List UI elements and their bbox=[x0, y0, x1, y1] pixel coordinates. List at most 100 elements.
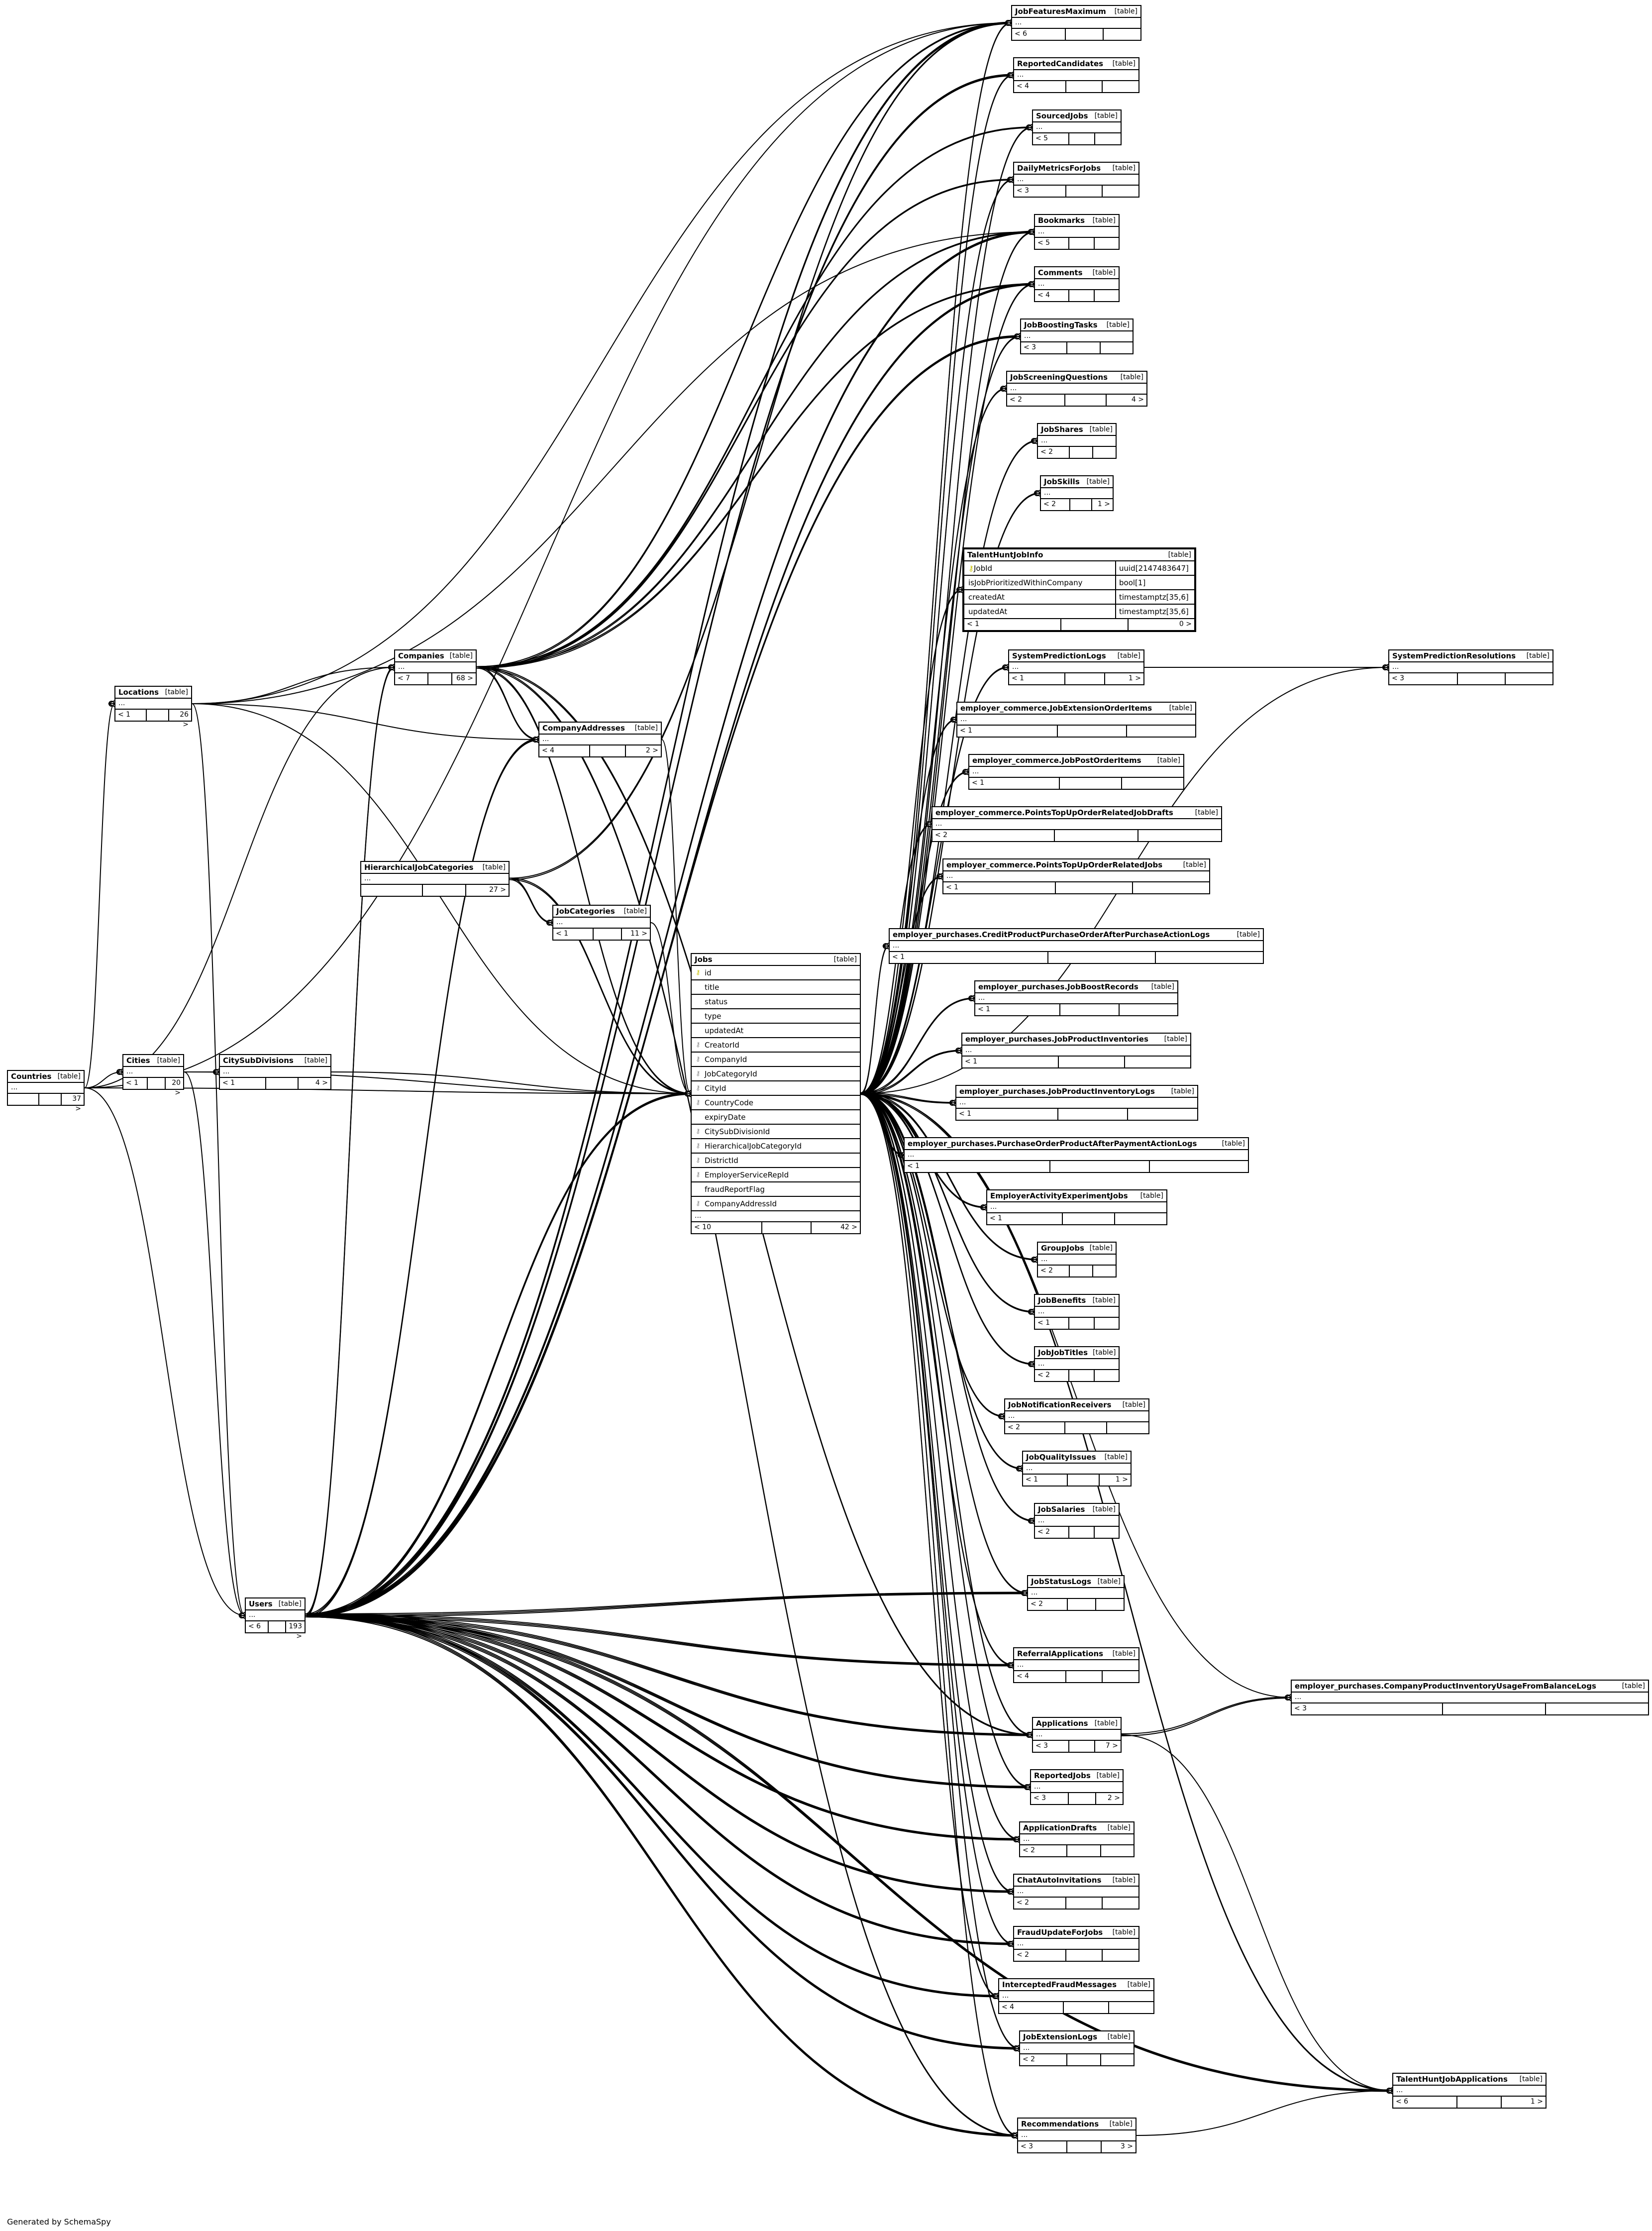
table-name: EmployerActivityExperimentJobs bbox=[990, 1191, 1128, 1200]
table-employer-purchases-purchase-order-product-after-payment-action-logs[interactable]: employer_purchases.PurchaseOrderProductA… bbox=[904, 1137, 1249, 1173]
table-job-boosting-tasks[interactable]: JobBoostingTasks[table]...< 3 bbox=[1020, 319, 1134, 354]
table-fraud-update-for-jobs[interactable]: FraudUpdateForJobs[table]...< 2 bbox=[1013, 1926, 1139, 1962]
table-name: JobSkills bbox=[1044, 477, 1080, 486]
footer-spacer bbox=[1069, 1318, 1095, 1329]
table-header: JobFeaturesMaximum[table] bbox=[1012, 6, 1140, 18]
footer-spacer bbox=[1058, 1109, 1129, 1120]
column-id: ⚷id bbox=[692, 966, 860, 980]
table-employer-purchases-company-product-inventory-usage-from-balance-logs[interactable]: employer_purchases.CompanyProductInvento… bbox=[1291, 1680, 1649, 1715]
crows-foot-marker bbox=[1002, 664, 1009, 671]
table-application-drafts[interactable]: ApplicationDrafts[table]...< 2 bbox=[1019, 1821, 1135, 1857]
relationship-line bbox=[305, 232, 1034, 1617]
table-name: ApplicationDrafts bbox=[1023, 1823, 1097, 1832]
table-job-features-maximum[interactable]: JobFeaturesMaximum[table]...< 6 bbox=[1011, 5, 1141, 41]
table-footer: < 1 bbox=[969, 778, 1183, 789]
children-count bbox=[1103, 1671, 1138, 1682]
table-intercepted-fraud-messages[interactable]: InterceptedFraudMessages[table]...< 4 bbox=[998, 1978, 1154, 2014]
parents-count: < 2 bbox=[1038, 1266, 1070, 1276]
columns-ellipsis: ... bbox=[943, 871, 1209, 882]
crows-foot-marker bbox=[925, 821, 932, 828]
table-chat-auto-invitations[interactable]: ChatAutoInvitations[table]...< 2 bbox=[1013, 1874, 1139, 1910]
table-sourced-jobs[interactable]: SourcedJobs[table]...< 5 bbox=[1032, 109, 1122, 145]
columns-ellipsis: ... bbox=[956, 1098, 1197, 1109]
crows-foot-marker bbox=[1021, 1590, 1028, 1596]
table-name: JobNotificationReceivers bbox=[1008, 1400, 1112, 1409]
table-employer-purchases-job-product-inventory-logs[interactable]: employer_purchases.JobProductInventoryLo… bbox=[955, 1085, 1198, 1121]
table-name: ReferralApplications bbox=[1017, 1649, 1104, 1658]
table-job-salaries[interactable]: JobSalaries[table]...< 2 bbox=[1034, 1503, 1120, 1539]
crows-foot-marker bbox=[949, 1099, 956, 1106]
parents-count: < 3 bbox=[1018, 2141, 1067, 2152]
foreign-key-icon: ⚷ bbox=[696, 1084, 701, 1092]
table-employer-purchases-job-boost-records[interactable]: employer_purchases.JobBoostRecords[table… bbox=[974, 980, 1178, 1016]
parents-count: < 1 bbox=[1009, 673, 1066, 684]
table-footer: < 5 bbox=[1033, 133, 1121, 144]
table-reported-candidates[interactable]: ReportedCandidates[table]...< 4 bbox=[1013, 57, 1139, 93]
crows-foot-marker bbox=[1013, 2045, 1020, 2052]
table-comments[interactable]: Comments[table]...< 4 bbox=[1034, 266, 1120, 302]
columns-ellipsis: ... bbox=[975, 993, 1177, 1004]
column-name: isJobPrioritizedWithinCompany bbox=[964, 576, 1116, 589]
table-kind-label: [table] bbox=[1157, 756, 1180, 764]
table-employer-purchases-credit-product-purchase-order-after-purchase-action-logs[interactable]: employer_purchases.CreditProductPurchase… bbox=[889, 928, 1264, 964]
columns-ellipsis: ... bbox=[1021, 331, 1133, 342]
table-job-extension-logs[interactable]: JobExtensionLogs[table]...< 2 bbox=[1019, 2030, 1135, 2066]
relationship-line bbox=[860, 1094, 1037, 1261]
relationship-line bbox=[305, 1094, 691, 1617]
table-employer-purchases-job-product-inventories[interactable]: employer_purchases.JobProductInventories… bbox=[961, 1033, 1191, 1068]
table-group-jobs[interactable]: GroupJobs[table]...< 2 bbox=[1037, 1242, 1117, 1277]
relationship-line bbox=[476, 284, 1034, 669]
children-count: 20 > bbox=[172, 1079, 181, 1097]
table-header: ReferralApplications[table] bbox=[1014, 1648, 1138, 1660]
crows-foot-marker bbox=[1382, 664, 1389, 671]
columns-ellipsis: ... bbox=[1389, 662, 1552, 673]
relationship-line bbox=[1121, 1697, 1291, 1734]
table-countries[interactable]: Countries[table]...37 > bbox=[7, 1070, 85, 1113]
table-referral-applications[interactable]: ReferralApplications[table]...< 4 bbox=[1013, 1647, 1139, 1683]
table-job-job-titles[interactable]: JobJobTitles[table]...< 2 bbox=[1034, 1346, 1120, 1382]
table-header: DailyMetricsForJobs[table] bbox=[1014, 163, 1138, 175]
column-company-address-id: ⚷CompanyAddressId bbox=[692, 1197, 860, 1211]
table-employer-commerce-job-extension-order-items[interactable]: employer_commerce.JobExtensionOrderItems… bbox=[956, 702, 1196, 738]
table-bookmarks[interactable]: Bookmarks[table]...< 5 bbox=[1034, 214, 1120, 250]
relationship-line bbox=[84, 1087, 245, 1616]
footer-spacer bbox=[762, 1222, 812, 1233]
table-job-shares[interactable]: JobShares[table]...< 2 bbox=[1037, 423, 1117, 459]
table-employer-commerce-points-top-up-order-related-jobs[interactable]: employer_commerce.PointsTopUpOrderRelate… bbox=[942, 858, 1210, 894]
table-system-prediction-resolutions[interactable]: SystemPredictionResolutions[table]...< 3 bbox=[1388, 649, 1553, 685]
children-count bbox=[1104, 29, 1140, 40]
table-daily-metrics-for-jobs[interactable]: DailyMetricsForJobs[table]...< 3 bbox=[1013, 162, 1139, 198]
children-count bbox=[1127, 726, 1195, 737]
table-header: Countries[table] bbox=[8, 1071, 84, 1083]
relationship-line bbox=[476, 667, 539, 741]
footer-spacer bbox=[1070, 447, 1094, 458]
foreign-key-icon: ⚷ bbox=[696, 1041, 701, 1049]
table-hierarchical-job-categories[interactable]: HierarchicalJobCategories[table]...27 > bbox=[360, 861, 510, 897]
table-employer-commerce-job-post-order-items[interactable]: employer_commerce.JobPostOrderItems[tabl… bbox=[968, 754, 1184, 790]
table-employer-activity-experiment-jobs[interactable]: EmployerActivityExperimentJobs[table]...… bbox=[986, 1189, 1167, 1225]
table-job-status-logs[interactable]: JobStatusLogs[table]...< 2 bbox=[1027, 1575, 1125, 1611]
crows-foot-marker bbox=[532, 736, 539, 743]
columns-ellipsis: ... bbox=[1035, 279, 1119, 290]
relationship-line bbox=[860, 1094, 1034, 1313]
table-job-notification-receivers[interactable]: JobNotificationReceivers[table]...< 2 bbox=[1004, 1398, 1149, 1434]
table-employer-commerce-points-top-up-order-related-job-drafts[interactable]: employer_commerce.PointsTopUpOrderRelate… bbox=[931, 806, 1222, 842]
table-job-benefits[interactable]: JobBenefits[table]...< 1 bbox=[1034, 1294, 1120, 1330]
